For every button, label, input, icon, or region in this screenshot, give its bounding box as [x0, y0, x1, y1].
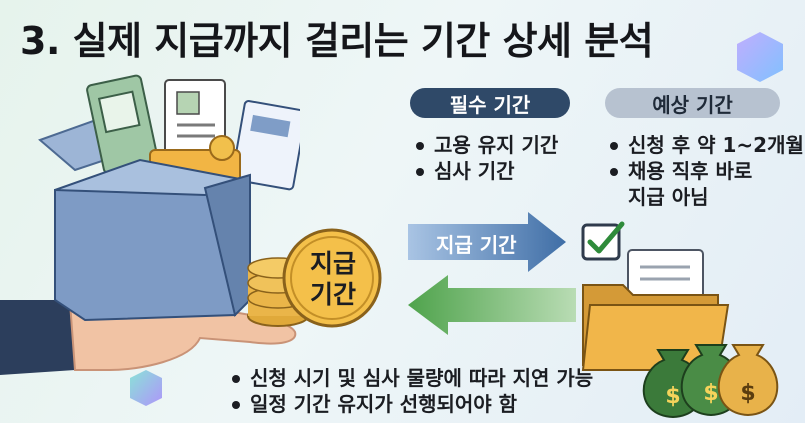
coin-stack-icon	[247, 228, 382, 328]
gem-decoration-small-icon	[130, 370, 162, 406]
box-of-documents-icon	[0, 74, 300, 375]
money-bag-icon: $	[717, 344, 779, 417]
coin-label-line2: 기간	[309, 280, 356, 309]
svg-text:$: $	[665, 384, 680, 409]
coin-label: 지급 기간	[290, 248, 376, 310]
required-period-list: 고용 유지 기간 심사 기간	[412, 132, 558, 184]
list-item: 신청 시기 및 심사 물량에 따라 지연 가능	[228, 365, 593, 391]
required-period-badge: 필수 기간	[410, 88, 570, 118]
arrow-left-icon	[408, 275, 576, 335]
expected-period-badge: 예상 기간	[605, 88, 780, 118]
arrow-right-icon	[408, 212, 566, 272]
notes-list: 신청 시기 및 심사 물량에 따라 지연 가능 일정 기간 유지가 선행되어야 …	[228, 365, 593, 417]
expected-period-list: 신청 후 약 1~2개월 채용 직후 바로 지급 아님	[606, 132, 804, 210]
list-item: 신청 후 약 1~2개월	[606, 132, 804, 158]
list-item: 고용 유지 기간	[412, 132, 558, 158]
list-item: 심사 기간	[412, 158, 558, 184]
checkbox-icon	[581, 221, 625, 261]
coin-label-line1: 지급	[309, 249, 356, 278]
svg-text:$: $	[740, 381, 755, 406]
page-title: 3. 실제 지급까지 걸리는 기간 상세 분석	[20, 19, 654, 63]
svg-text:$: $	[703, 381, 718, 406]
folder-icon: $ $ $	[581, 249, 779, 419]
list-item: 채용 직후 바로	[606, 158, 804, 184]
list-item: 일정 기간 유지가 선행되어야 함	[228, 391, 593, 417]
list-item-continuation: 지급 아님	[628, 185, 709, 209]
arrow-label: 지급 기간	[436, 233, 517, 257]
sleeve	[0, 300, 75, 375]
gem-decoration-icon	[737, 32, 783, 82]
